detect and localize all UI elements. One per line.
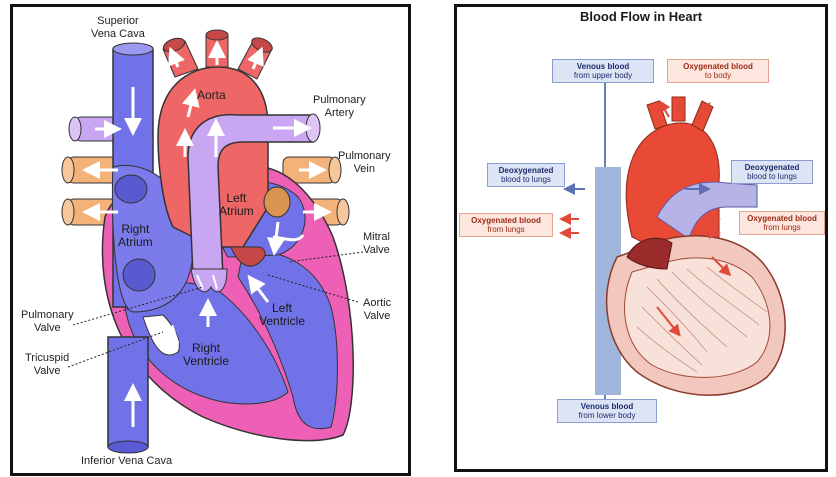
label-left-atrium: Left Atrium: [219, 192, 254, 218]
label-left-ventricle: Left Ventricle: [259, 302, 305, 328]
tag-deoxygenated-left: Deoxygenated blood to lungs: [487, 163, 565, 187]
label-pulmonary-artery: Pulmonary Artery: [313, 94, 366, 120]
tag-oxygenated-from-lungs-left: Oxygenated blood from lungs: [459, 213, 553, 237]
heart-anatomy-illustration: [13, 7, 408, 473]
label-aorta: Aorta: [197, 89, 226, 102]
label-tricuspid-valve: Tricuspid Valve: [25, 352, 69, 378]
tag-venous-lower-body: Venous blood from lower body: [557, 399, 657, 423]
tag-deoxygenated-right: Deoxygenated blood to lungs: [731, 160, 813, 184]
label-mitral-valve: Mitral Valve: [363, 231, 390, 257]
tag-oxygenated-to-body: Oxygenated blood to body: [667, 59, 769, 83]
label-superior-vena-cava: Superior Vena Cava: [91, 15, 145, 41]
label-right-atrium: Right Atrium: [118, 223, 153, 249]
inferior-vena-cava: [108, 337, 148, 447]
label-pulmonary-valve: Pulmonary Valve: [21, 309, 74, 335]
label-inferior-vena-cava: Inferior Vena Cava: [81, 455, 172, 468]
label-right-ventricle: Right Ventricle: [183, 342, 229, 368]
tag-venous-upper-body: Venous blood from upper body: [552, 59, 654, 83]
heart-interior: [625, 258, 770, 378]
tag-oxygenated-from-lungs-right: Oxygenated blood from lungs: [739, 211, 825, 235]
label-pulmonary-vein: Pulmonary Vein: [338, 150, 391, 176]
label-aortic-valve: Aortic Valve: [363, 297, 391, 323]
heart-anatomy-diagram: Superior Vena Cava Aorta Pulmonary Arter…: [10, 4, 411, 476]
blood-flow-diagram: Blood Flow in Heart: [454, 4, 828, 472]
